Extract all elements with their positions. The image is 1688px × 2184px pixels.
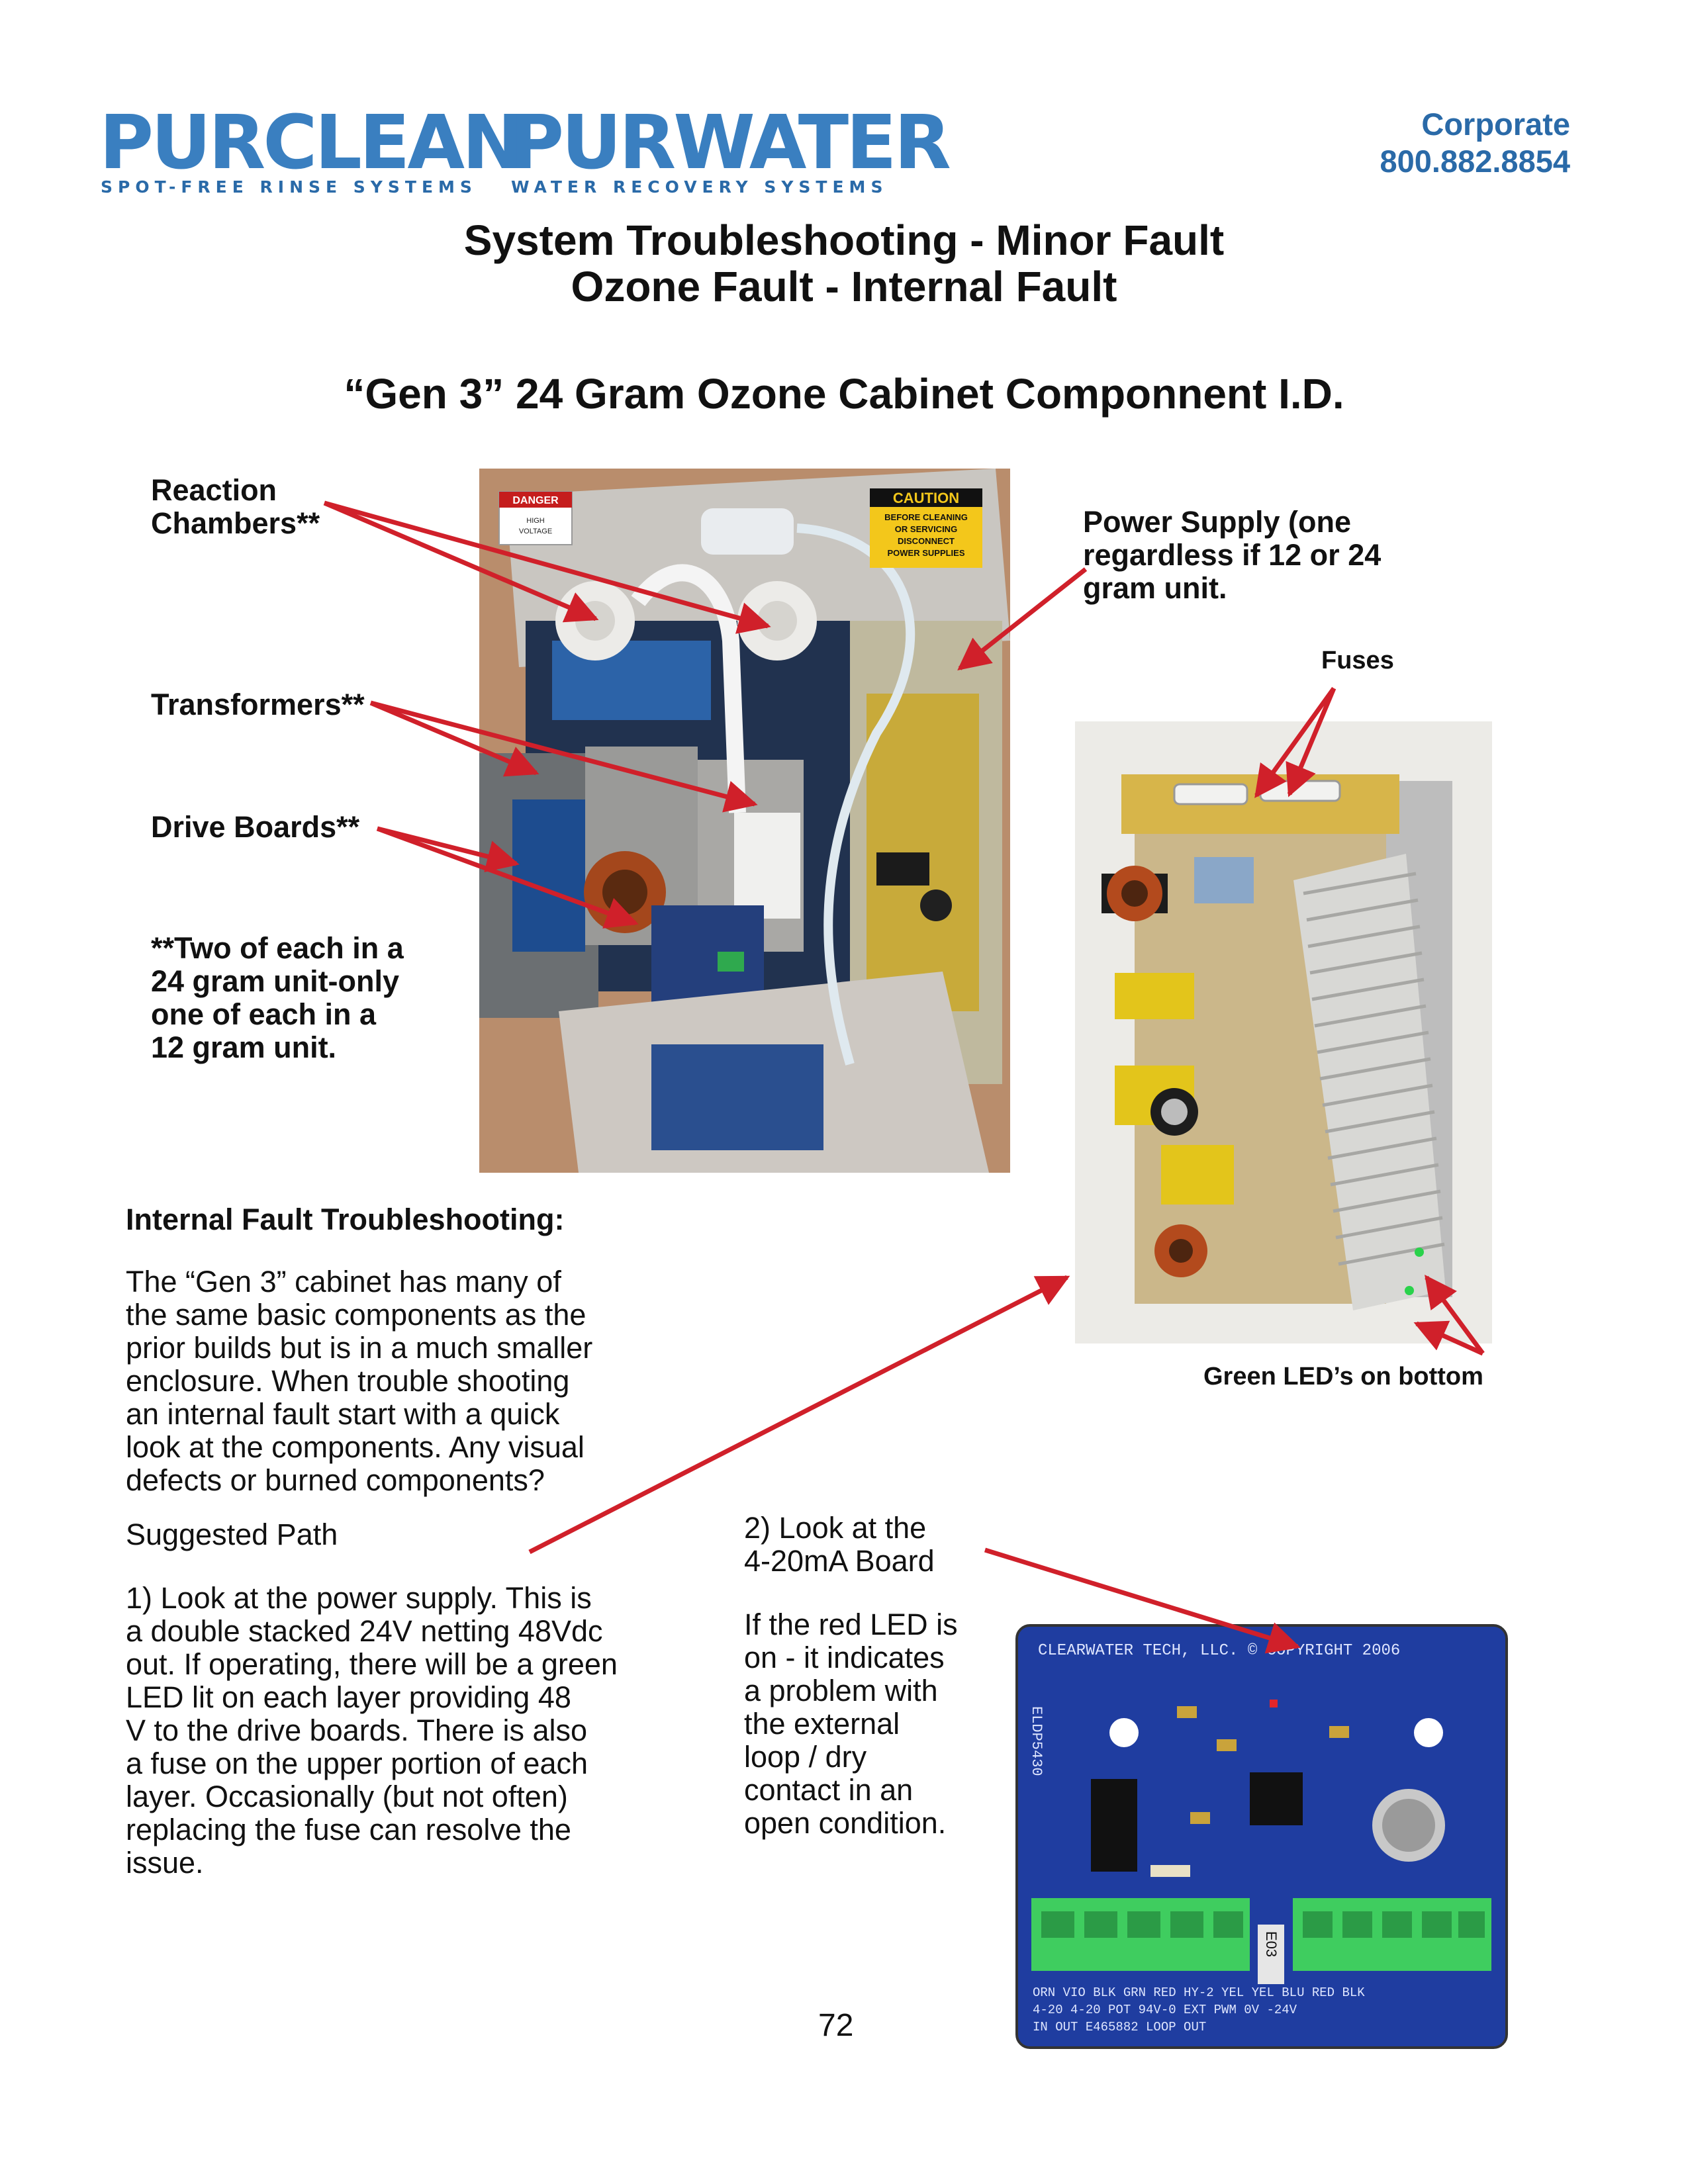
danger-sign-text: HIGH [526,517,545,525]
step-2-title: 2) Look at the 4-20mA Board [744,1512,935,1578]
step-line: open condition. [744,1806,947,1840]
reaction-chambers-label: Reaction Chambers** [151,474,320,540]
board-terminal-labels: IN OUT E465882 LOOP OUT [1033,2020,1206,2034]
logo-pur: PUR [510,100,676,186]
ozone-cabinet-photo: DANGER HIGH VOLTAGE CAUTION BEFORE CLEAN… [479,469,1010,1173]
step-2-text: If the red LED is on - it indicates a pr… [744,1608,958,1840]
page-title: System Troubleshooting - Minor Fault Ozo… [0,217,1688,310]
title-line-2: Ozone Fault - Internal Fault [571,263,1117,310]
fuses-label: Fuses [1321,647,1394,674]
paragraph-line: defects or burned components? [126,1463,545,1497]
logo-water: WATER [673,100,951,186]
label-line: Reaction [151,473,277,507]
label-line: regardless if 12 or 24 [1083,538,1382,572]
suggested-path-heading: Suggested Path [126,1518,338,1551]
contact-label: Corporate [1421,107,1570,142]
step-line: V to the drive boards. There is also [126,1713,588,1747]
contact-phone: 800.882.8854 [1380,144,1570,179]
caution-sign-text: DISCONNECT [898,536,955,546]
step-line: a fuse on the upper portion of each [126,1747,588,1780]
cabinet-illustration: DANGER HIGH VOLTAGE CAUTION BEFORE CLEAN… [479,469,1010,1173]
logo-tagline: WATER RECOVERY SYSTEMS [511,177,888,197]
board-terminal-labels: 4-20 4-20 POT 94V-0 EXT PWM 0V -24V [1033,2003,1297,2017]
note-line: one of each in a [151,997,377,1031]
page-number: 72 [818,2008,854,2043]
paragraph-line: The “Gen 3” cabinet has many of [126,1265,561,1298]
paragraph-line: the same basic components as the [126,1298,586,1332]
logo-pur: PUR [99,100,265,186]
step-line: on - it indicates [744,1641,945,1674]
internal-fault-heading: Internal Fault Troubleshooting: [126,1203,565,1236]
step-line: LED lit on each layer providing 48 [126,1680,571,1714]
step-line: 4-20mA Board [744,1544,935,1578]
paragraph-line: prior builds but is in a much smaller [126,1331,593,1365]
caution-sign-text: OR SERVICING [895,524,957,534]
drive-boards-label: Drive Boards** [151,810,360,844]
paragraph-line: enclosure. When trouble shooting [126,1364,570,1398]
quantity-note: **Two of each in a 24 gram unit-only one… [151,932,404,1064]
board-rev-text: E03 [1263,1931,1280,1957]
step-line: issue. [126,1846,204,1880]
board-terminal-labels: ORN VIO BLK GRN RED HY-2 YEL YEL BLU RED… [1033,1985,1365,2000]
logo-clean: CLEAN [263,100,524,186]
note-line: **Two of each in a [151,931,404,965]
label-line: gram unit. [1083,571,1227,605]
step-line: contact in an [744,1773,914,1807]
step-line: loop / dry [744,1740,867,1774]
board-top-text: CLEARWATER TECH, LLC. © COPYRIGHT 2006 [1038,1642,1400,1660]
label-line: Chambers** [151,506,320,540]
step-line: 1) Look at the power supply. This is [126,1581,592,1615]
corporate-contact: Corporate 800.882.8854 [1380,106,1570,180]
green-leds-label: Green LED’s on bottom [1203,1363,1483,1390]
note-line: 12 gram unit. [151,1030,337,1064]
danger-sign-title: DANGER [512,495,559,506]
danger-sign-text: VOLTAGE [519,527,552,535]
board-side-text: ELDP5430 [1028,1706,1045,1776]
step-line: the external [744,1707,900,1741]
step-line: a double stacked 24V netting 48Vdc [126,1614,603,1648]
step-line: a problem with [744,1674,938,1707]
power-supply-illustration [1075,721,1492,1343]
logo-tagline: SPOT-FREE RINSE SYSTEMS [101,177,477,197]
transformers-label: Transformers** [151,688,365,721]
caution-sign-text: BEFORE CLEANING [884,512,968,522]
step-1-text: 1) Look at the power supply. This is a d… [126,1582,618,1880]
internal-fault-paragraph: The “Gen 3” cabinet has many of the same… [126,1265,592,1497]
note-line: 24 gram unit-only [151,964,400,998]
step-line: 2) Look at the [744,1511,927,1545]
step-line: layer. Occasionally (but not often) [126,1780,568,1813]
label-line: Power Supply (one [1083,505,1352,539]
step-line: out. If operating, there will be a green [126,1647,618,1681]
title-line-1: System Troubleshooting - Minor Fault [463,216,1225,264]
caution-sign-text: POWER SUPPLIES [887,548,964,558]
board-illustration: CLEARWATER TECH, LLC. © COPYRIGHT 2006 E… [1018,1627,1505,2046]
power-supply-label: Power Supply (one regardless if 12 or 24… [1083,506,1381,605]
paragraph-line: look at the components. Any visual [126,1430,585,1464]
board-4-20ma-photo: CLEARWATER TECH, LLC. © COPYRIGHT 2006 E… [1015,1624,1508,2049]
step-line: If the red LED is [744,1608,958,1641]
step-line: replacing the fuse can resolve the [126,1813,571,1846]
page-subtitle: “Gen 3” 24 Gram Ozone Cabinet Componnent… [344,370,1344,418]
power-supply-photo [1075,721,1492,1343]
paragraph-line: an internal fault start with a quick [126,1397,560,1431]
caution-sign-title: CAUTION [893,490,959,506]
